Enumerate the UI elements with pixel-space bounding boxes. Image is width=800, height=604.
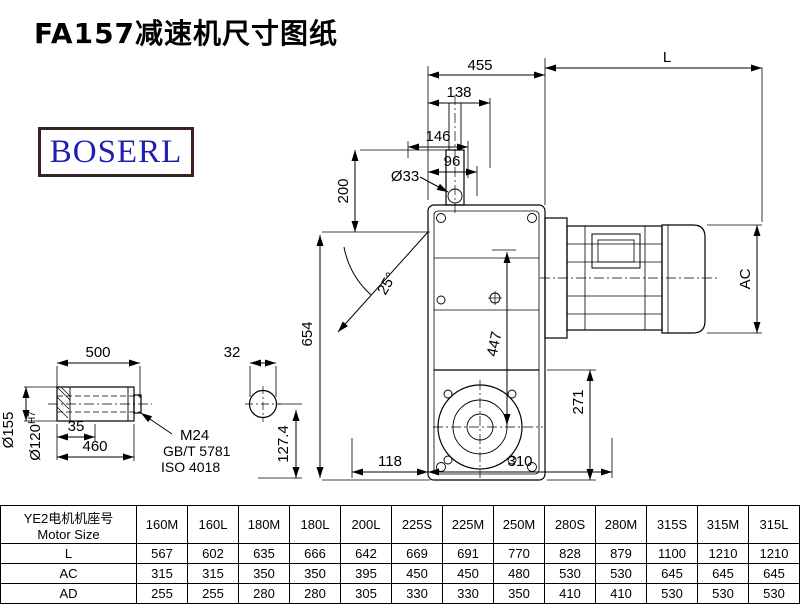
boserl-logo-text: BOSERL xyxy=(49,133,183,170)
dim-L-label: L xyxy=(663,49,671,66)
dim-138-label: 138 xyxy=(446,84,471,101)
size-value-cell: 530 xyxy=(697,583,749,604)
size-value-cell: 330 xyxy=(391,583,443,604)
size-value-cell: 450 xyxy=(391,563,443,584)
column-header: 200L xyxy=(340,505,392,544)
size-value-cell: 395 xyxy=(340,563,392,584)
size-value-cell: 645 xyxy=(748,563,800,584)
dim-d120h7-label: Ø120H7 xyxy=(27,411,44,461)
size-value-cell: 602 xyxy=(187,543,239,564)
size-value-cell: 315 xyxy=(136,563,188,584)
size-value-cell: 530 xyxy=(646,583,698,604)
dim-d155-label: Ø155 xyxy=(0,412,17,449)
size-value-cell: 330 xyxy=(442,583,494,604)
column-header: 225S xyxy=(391,505,443,544)
dim-127-label: 127.4 xyxy=(275,425,292,463)
size-value-cell: 410 xyxy=(595,583,647,604)
column-header: 280S xyxy=(544,505,596,544)
dim-500-label: 500 xyxy=(85,344,110,361)
size-value-cell: 1100 xyxy=(646,543,698,564)
size-value-cell: 1210 xyxy=(748,543,800,564)
column-header: 180L xyxy=(289,505,341,544)
size-value-cell: 642 xyxy=(340,543,392,564)
extension-lines xyxy=(24,58,763,481)
dim-310-label: 310 xyxy=(507,453,532,470)
dimension-lines xyxy=(22,64,762,480)
column-header: 315L xyxy=(748,505,800,544)
column-header: 160L xyxy=(187,505,239,544)
size-value-cell: 645 xyxy=(697,563,749,584)
std-gb-label: GB/T 5781 xyxy=(163,443,231,459)
dim-96-label: 96 xyxy=(444,153,461,170)
size-value-cell: 350 xyxy=(289,563,341,584)
size-value-cell: 450 xyxy=(442,563,494,584)
size-value-cell: 666 xyxy=(289,543,341,564)
dim-146-label: 146 xyxy=(425,128,450,145)
dim-654-label: 654 xyxy=(299,321,316,346)
dim-460-label: 460 xyxy=(82,438,107,455)
boserl-logo: BOSERL xyxy=(38,127,194,177)
size-value-cell: 530 xyxy=(544,563,596,584)
motor xyxy=(540,217,718,339)
column-header: 180M xyxy=(238,505,290,544)
size-value-cell: 567 xyxy=(136,543,188,564)
dim-118-label: 118 xyxy=(378,453,402,470)
size-value-cell: 305 xyxy=(340,583,392,604)
dimension-row-label: AC xyxy=(0,563,137,584)
dim-25deg-label: 25° xyxy=(374,270,400,298)
column-header: 280M xyxy=(595,505,647,544)
dimension-row-label: AD xyxy=(0,583,137,604)
size-value-cell: 828 xyxy=(544,543,596,564)
size-value-cell: 480 xyxy=(493,563,545,584)
size-value-cell: 669 xyxy=(391,543,443,564)
size-value-cell: 691 xyxy=(442,543,494,564)
dim-271-label: 271 xyxy=(570,389,587,414)
column-header: 250M xyxy=(493,505,545,544)
page-title: FA157减速机尺寸图纸 xyxy=(34,17,339,50)
output-shaft-detail xyxy=(48,386,152,422)
size-value-cell: 530 xyxy=(595,563,647,584)
size-value-cell: 879 xyxy=(595,543,647,564)
column-header: 315M xyxy=(697,505,749,544)
column-header: 315S xyxy=(646,505,698,544)
size-value-cell: 255 xyxy=(136,583,188,604)
size-value-cell: 410 xyxy=(544,583,596,604)
dim-447-label: 447 xyxy=(484,330,506,358)
size-value-cell: 645 xyxy=(646,563,698,584)
size-value-cell: 350 xyxy=(493,583,545,604)
size-value-cell: 770 xyxy=(493,543,545,564)
std-iso-label: ISO 4018 xyxy=(161,459,220,475)
dim-35-label: 35 xyxy=(68,418,85,435)
size-value-cell: 530 xyxy=(748,583,800,604)
size-value-cell: 280 xyxy=(289,583,341,604)
column-header: 225M xyxy=(442,505,494,544)
size-value-cell: 350 xyxy=(238,563,290,584)
dimension-row-label: L xyxy=(0,543,137,564)
dim-d33-label: Ø33 xyxy=(391,168,419,185)
size-value-cell: 255 xyxy=(187,583,239,604)
size-value-cell: 315 xyxy=(187,563,239,584)
thread-m24-label: M24 xyxy=(180,427,209,444)
shaft-section-view xyxy=(245,386,281,422)
dim-32-label: 32 xyxy=(224,344,241,361)
size-value-cell: 635 xyxy=(238,543,290,564)
size-value-cell: 1210 xyxy=(697,543,749,564)
column-header: 160M xyxy=(136,505,188,544)
dim-AC-label: AC xyxy=(737,268,754,289)
dim-200-label: 200 xyxy=(335,178,352,203)
dim-455-label: 455 xyxy=(467,57,492,74)
size-value-cell: 280 xyxy=(238,583,290,604)
technical-drawing: 455 L 138 146 96 Ø33 200 25° 654 447 AC … xyxy=(0,49,763,481)
